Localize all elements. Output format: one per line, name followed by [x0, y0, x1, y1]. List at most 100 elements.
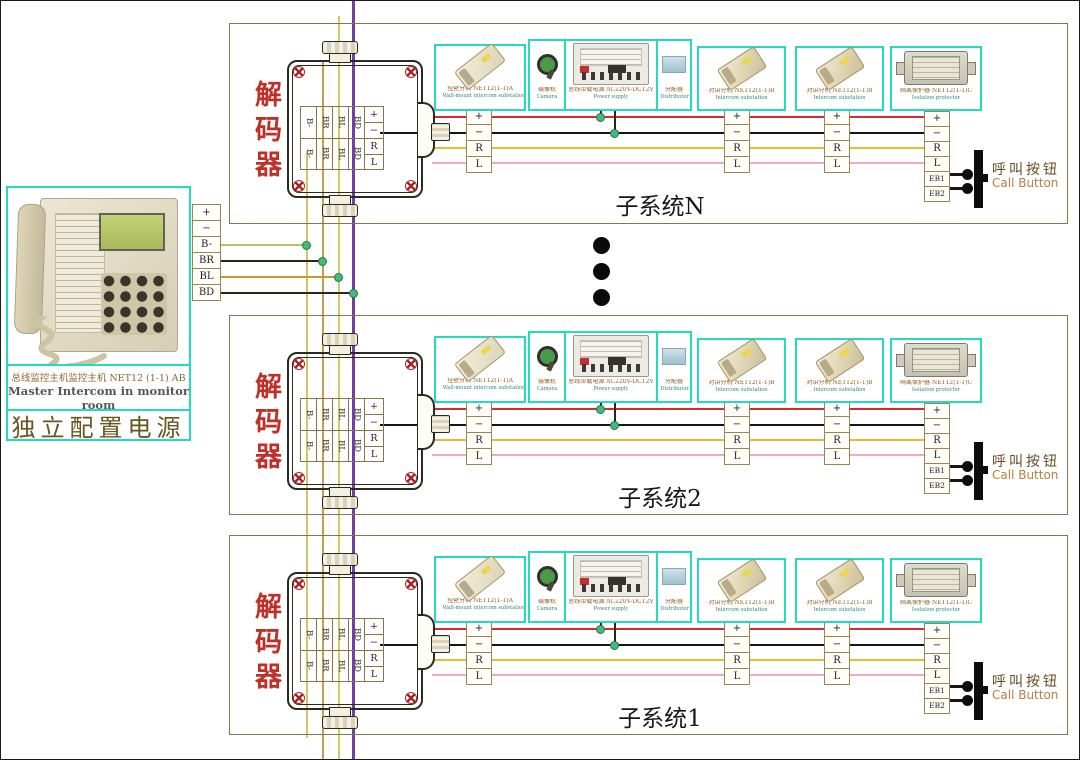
component-caption-cn: 总线带载电源 AC220V-DC12V: [568, 379, 654, 385]
terminal-l: L: [475, 671, 483, 682]
decoder-terminal-r: R: [365, 139, 383, 155]
wire-plus: [426, 628, 930, 630]
cable-gland-right: [431, 123, 450, 141]
phone-handset: [13, 203, 47, 335]
intercom-device-illustration: [716, 337, 767, 383]
call-button-label-en: Call Button: [992, 176, 1059, 190]
terminal-strip-call: + − R L EB1 EB2: [924, 403, 950, 494]
terminal-strip: + − R L: [724, 400, 750, 465]
terminal-r: R: [925, 434, 949, 449]
decoder-terminal-grid: B- B- BR BR BL BL BD BD + − R L: [300, 398, 384, 462]
component-caption-cn: 摄像机: [537, 599, 556, 605]
component-caption-en: Intercom substation: [715, 94, 768, 101]
decoder-terminal-minus: −: [365, 123, 383, 139]
component-caption-en: Camera: [536, 605, 558, 612]
isolator-illustration: [896, 343, 976, 377]
component-caption-en: Camera: [536, 385, 558, 392]
component-caption-en: Distributor: [660, 605, 689, 612]
component-caption-cn: 对讲分机 NET12(1-1)B: [806, 600, 873, 606]
junction-dot: [596, 405, 605, 414]
terminal-plus: +: [925, 112, 949, 127]
decoder-terminal-l: L: [370, 669, 378, 680]
psu-drop-wire: [600, 619, 602, 628]
terminal-plus: +: [825, 109, 849, 125]
terminal-r: R: [725, 653, 749, 669]
component-caption-en: Isolation protector: [911, 606, 961, 613]
component-box-wall-substation: 挂壁分机 NET12(1-1)A Wall-mount intercom sub…: [434, 554, 526, 623]
junction-dot: [349, 289, 358, 298]
call-button-wire-eb2: [948, 479, 970, 482]
cable-gland-bottom: [322, 195, 358, 217]
cable-gland-top: [322, 41, 358, 63]
decoder-terminal: BL: [336, 439, 346, 452]
call-button-actuator: [983, 174, 988, 182]
terminal-r: R: [925, 142, 949, 157]
independent-power-label: 独立配置电源: [8, 409, 189, 443]
corner-screw-icon: [405, 472, 417, 484]
subsystem-label: 子系统N: [615, 194, 705, 220]
terminal-br: BR: [193, 253, 220, 269]
component-caption-cn: 对讲分机 NET12(1-1)B: [708, 600, 775, 606]
corner-screw-icon: [405, 578, 417, 590]
terminal-minus: −: [725, 417, 749, 433]
corner-screw-icon: [293, 180, 305, 192]
phone-keypad: [101, 273, 167, 335]
terminal-l: L: [833, 159, 841, 170]
wire-minus: [380, 644, 930, 646]
call-button-icon: [974, 442, 983, 500]
component-caption-cn: 对讲分机 NET12(1-1)B: [806, 380, 873, 386]
psu-drop-wire: [600, 399, 602, 408]
terminal-strip: + − R L: [466, 400, 492, 465]
master-caption: 总线监控主机监控主机 NET12 (1-1) AB Master Interco…: [8, 364, 189, 412]
call-button-wire-eb2: [948, 187, 970, 190]
master-caption-cn: 总线监控主机监控主机 NET12 (1-1) AB: [11, 373, 186, 384]
junction-dot: [610, 421, 619, 430]
camera-illustration: [536, 53, 558, 75]
decoder-terminal: B-: [304, 441, 314, 451]
decoder-terminal: B-: [301, 619, 316, 651]
decoder-terminal: BD: [349, 107, 364, 139]
intercom-device-illustration: [716, 45, 767, 91]
wire-bd: [219, 292, 354, 294]
decoder-terminal: BL: [333, 107, 348, 139]
corner-screw-icon: [405, 180, 417, 192]
wire-terminal-dot: [962, 695, 973, 706]
junction-dot: [302, 241, 311, 250]
component-box-isolator: 隔离保护器 NET12(1-1)C Isolation protector: [890, 338, 982, 403]
corner-screw-icon: [293, 358, 305, 370]
subsystem-label: 子系统1: [618, 706, 702, 732]
corner-screw-icon: [293, 578, 305, 590]
junction-dot: [610, 129, 619, 138]
corner-screw-icon: [293, 472, 305, 484]
decoder-terminal: BR: [317, 619, 332, 651]
decoder-terminal-plus: +: [365, 399, 383, 415]
terminal-strip: + − R L: [466, 620, 492, 685]
component-caption-cn: 隔离保护器 NET12(1-1)C: [899, 600, 973, 606]
distributor-illustration: [662, 55, 686, 73]
subsystem-label: 子系统2: [618, 486, 702, 512]
wire-terminal-dot: [962, 681, 973, 692]
wire-b: [219, 244, 307, 246]
terminal-strip: + − R L: [824, 400, 850, 465]
component-caption-en: Intercom substation: [813, 94, 866, 101]
decoder-terminal: B-: [304, 149, 314, 159]
terminal-r: R: [925, 654, 949, 669]
junction-dot: [610, 641, 619, 650]
component-box-substation: 对讲分机 NET12(1-1)B Intercom substation: [697, 557, 786, 623]
terminal-r: R: [825, 141, 849, 157]
component-box-substation: 对讲分机 NET12(1-1)B Intercom substation: [795, 45, 884, 111]
terminal-l: L: [733, 671, 741, 682]
psu-drop-wire: [600, 107, 602, 116]
wire-bl: [219, 276, 339, 278]
intercom-device-illustration: [454, 334, 506, 382]
call-button-label-en: Call Button: [992, 688, 1059, 702]
decoder-terminal: BR: [320, 439, 330, 453]
decoder-label: 解码器: [250, 592, 281, 697]
subsystem-panel: 解码器 B- B- BR BR BL: [229, 315, 1068, 515]
terminal-r: R: [467, 653, 491, 669]
junction-dot: [596, 113, 605, 122]
component-caption-cn: 分配器: [664, 87, 683, 93]
component-box-substation: 对讲分机 NET12(1-1)B Intercom substation: [697, 45, 786, 111]
terminal-r: R: [725, 141, 749, 157]
cable-gland-bottom: [322, 487, 358, 509]
